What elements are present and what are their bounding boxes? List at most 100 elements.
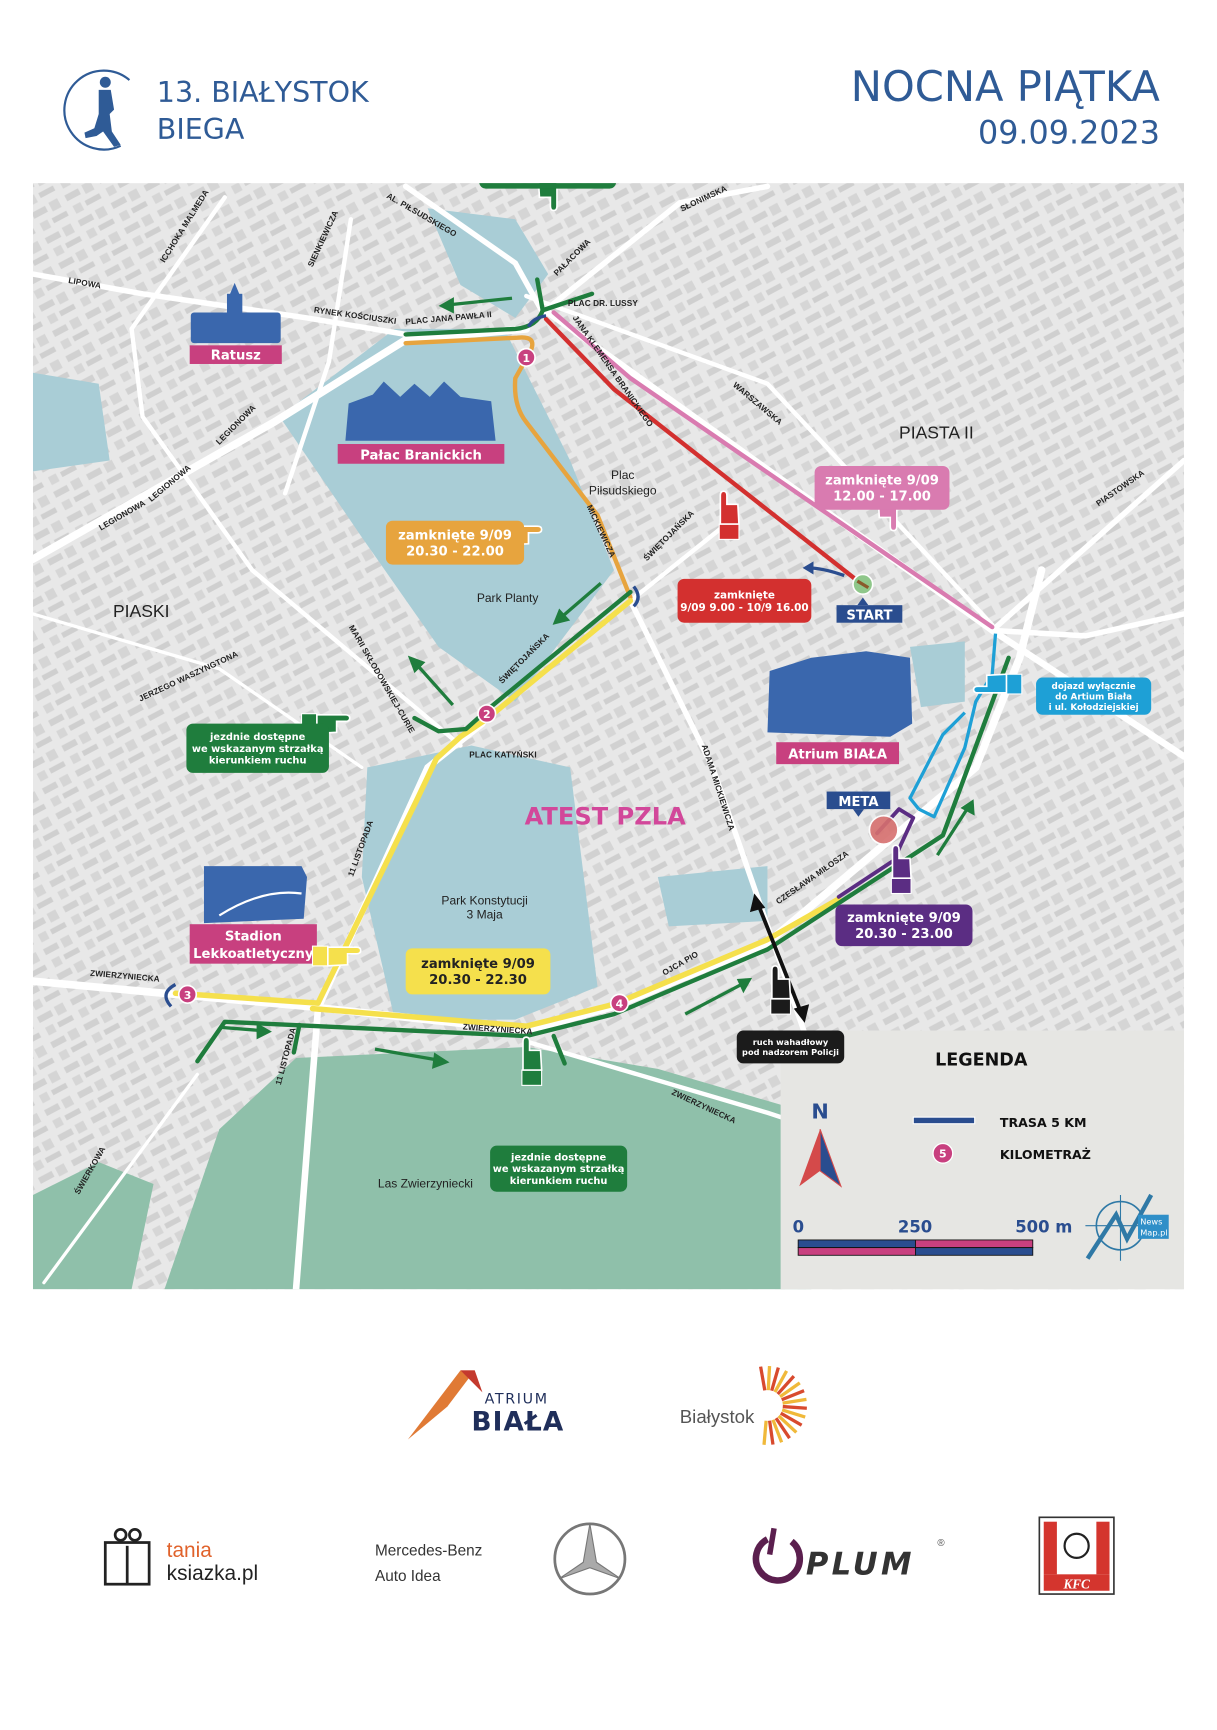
place-las-zwierzyniecki: Las Zwierzyniecki (378, 1176, 473, 1190)
event-date: 09.09.2023 (978, 115, 1160, 152)
sponsor-kfc[interactable]: KFC (1038, 1516, 1115, 1595)
start-marker[interactable]: START (836, 573, 903, 623)
callout-text: pod nadzorem Policji (742, 1047, 839, 1057)
north-arrow-icon (799, 1129, 843, 1188)
callout-text: 9/09 9.00 - 10/9 16.00 (680, 602, 808, 614)
km-markers: 1 2 3 4 (177, 347, 630, 1013)
callout-text: jezdnie dostępne (510, 1152, 607, 1163)
sponsor-bialystok[interactable]: Białystok (680, 1365, 807, 1445)
svg-text:Atrium BIAŁA: Atrium BIAŁA (788, 748, 888, 763)
sponsor-atrium-biala[interactable]: ATRIUM BIAŁA (407, 1370, 564, 1440)
svg-text:tania: tania (167, 1539, 213, 1562)
pointing-hand-icon (972, 673, 1023, 695)
start-label: START (846, 608, 892, 623)
route-line-sample (912, 1116, 976, 1125)
svg-text:KFC: KFC (1062, 1577, 1090, 1592)
svg-text:1: 1 (522, 352, 530, 365)
closure-purple (836, 807, 916, 899)
callout-text: 12.00 - 17.00 (833, 489, 931, 504)
legend-route-label: TRASA 5 KM (1000, 1115, 1087, 1130)
atest-pzla-label: ATEST PZLA (525, 802, 686, 830)
callout-text: kierunkiem ruchu (510, 1176, 608, 1187)
landmark-palac-branickich[interactable]: Pałac Branickich (337, 444, 505, 464)
landmark-ratusz[interactable]: Ratusz (189, 345, 282, 364)
svg-text:PLUM: PLUM (806, 1547, 915, 1582)
callout-text: jezdnie dostępne (209, 732, 306, 743)
callout-text: 20.30 - 22.30 (429, 973, 527, 988)
km-marker-1: 1 (516, 347, 536, 367)
callout-text: kierunkiem ruchu (499, 173, 597, 184)
closure-orange (403, 335, 633, 600)
callout-text: i ul. Kołodziejskiej (1049, 703, 1139, 713)
scale-250: 250 (898, 1217, 932, 1236)
meta-marker[interactable]: META (826, 791, 899, 845)
mercedes-star-icon (553, 1522, 627, 1596)
sponsor-taniaksiazka[interactable]: tania ksiazka.pl (103, 1528, 258, 1586)
place-park-planty: Park Planty (477, 591, 539, 605)
legend-title: LEGENDA (935, 1051, 1028, 1071)
closure-cyan (908, 633, 998, 819)
street-label: PLAC DR. LUSSY (568, 299, 638, 308)
two-way-traffic-arrow-icon (749, 893, 810, 1023)
callout-text: zamknięte 9/09 (825, 474, 939, 489)
scale-0: 0 (793, 1217, 804, 1236)
landmark-atrium-biala[interactable]: Atrium BIAŁA (776, 742, 900, 765)
meta-label: META (838, 795, 879, 810)
north-label: N (811, 1099, 828, 1123)
ratusz-building-icon (190, 282, 281, 344)
legend-km-label: KILOMETRAŻ (1000, 1147, 1091, 1162)
street-label: PLAC KATYŃSKI (469, 750, 536, 760)
owl-book-icon (103, 1528, 151, 1586)
svg-text:ksiazka.pl: ksiazka.pl (167, 1562, 258, 1585)
callout-text: we wskazanym strzałką (493, 1164, 625, 1175)
pointing-hand-icon (718, 490, 740, 540)
district-piasta-ii: PIASTA II (899, 423, 974, 443)
pointing-hand-icon (311, 945, 362, 967)
callout-text: ruch wahadłowy (753, 1037, 829, 1047)
traffic-direction-arrows (219, 296, 975, 1069)
km-marker-4: 4 (609, 993, 630, 1013)
event-name: 13. BIAŁYSTOK (157, 76, 370, 109)
power-icon (752, 1536, 804, 1584)
callout-text: zamknięte 9/09 (847, 911, 961, 926)
svg-text:Białystok: Białystok (680, 1406, 755, 1427)
sponsor-plum[interactable]: PLUM ® (752, 1527, 945, 1584)
start-direction-arrow-icon (802, 561, 845, 578)
km-sample: 5 (939, 1148, 947, 1161)
event-name-line2: BIEGA (157, 113, 245, 146)
km-marker-3: 3 (177, 984, 198, 1004)
km-marker-2: 2 (477, 704, 497, 724)
sponsors: ATRIUM BIAŁA Białystok tania ksiazka.pl … (103, 1365, 1115, 1596)
pointing-hand-icon (521, 1036, 543, 1086)
header: 13. BIAŁYSTOK BIEGA NOCNA PIĄTKA 09.09.2… (63, 62, 1160, 152)
district-piaski: PIASKI (113, 601, 170, 621)
stadion-building-icon (203, 866, 308, 924)
scale-bar (797, 1239, 1034, 1256)
closure-pink (551, 310, 995, 630)
scale-500: 500 m (1015, 1217, 1072, 1236)
route-map[interactable]: Ratusz Pałac Branickich Atrium BIAŁA Sta… (32, 143, 1185, 1290)
turnaround-arrow-icon (164, 314, 640, 1008)
callout-text: 20.30 - 23.00 (855, 927, 953, 942)
svg-text:®: ® (937, 1538, 945, 1549)
atrium-building-icon (767, 651, 913, 737)
svg-text:Pałac Branickich: Pałac Branickich (360, 448, 482, 463)
